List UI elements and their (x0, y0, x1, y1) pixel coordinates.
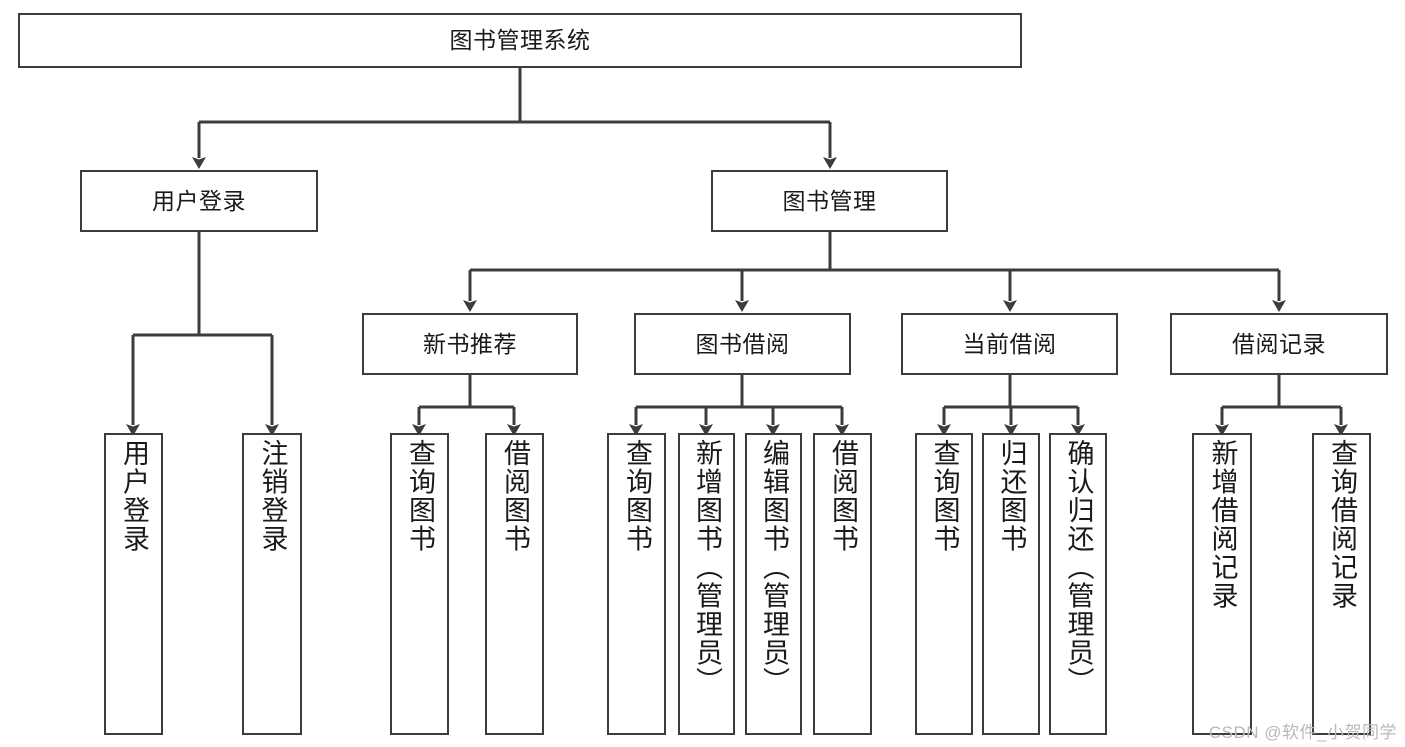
leaf-query-book-current[interactable]: 查询图书 (915, 433, 973, 735)
leaf-confirm-return-admin[interactable]: 确认归还（管理员） (1049, 433, 1107, 735)
node-label: 查询图书 (622, 439, 652, 553)
leaf-add-book-admin[interactable]: 新增图书（管理员） (678, 433, 735, 735)
node-label: 新书推荐 (423, 330, 517, 357)
node-current-borrowing[interactable]: 当前借阅 (901, 313, 1118, 375)
node-label: 当前借阅 (962, 330, 1057, 357)
node-label: 图书借阅 (695, 330, 790, 357)
node-label: 归还图书 (996, 439, 1027, 553)
leaf-query-book-borrowing[interactable]: 查询图书 (607, 433, 666, 735)
node-borrowing-record[interactable]: 借阅记录 (1170, 313, 1388, 375)
node-user-login[interactable]: 用户登录 (80, 170, 318, 232)
leaf-user-login[interactable]: 用户登录 (104, 433, 163, 735)
leaf-query-book-recommendation[interactable]: 查询图书 (390, 433, 449, 735)
node-label: 查询图书 (929, 439, 960, 553)
node-label: 注销登录 (257, 439, 288, 553)
leaf-edit-book-admin[interactable]: 编辑图书（管理员） (745, 433, 802, 735)
node-book-borrowing[interactable]: 图书借阅 (634, 313, 851, 375)
node-label: 编辑图书（管理员） (759, 439, 789, 696)
node-label: 查询借阅记录 (1327, 439, 1357, 610)
node-root-system[interactable]: 图书管理系统 (18, 13, 1022, 68)
node-label: 用户登录 (152, 187, 246, 214)
node-label: 新增图书（管理员） (692, 439, 722, 696)
node-label: 借阅图书 (828, 439, 858, 553)
node-label: 新增借阅记录 (1207, 439, 1238, 610)
node-label: 图书管理系统 (449, 27, 591, 54)
node-label: 借阅图书 (500, 439, 530, 553)
node-new-book-recommendation[interactable]: 新书推荐 (362, 313, 578, 375)
leaf-borrow-book-borrowing[interactable]: 借阅图书 (813, 433, 872, 735)
leaf-query-borrow-record[interactable]: 查询借阅记录 (1312, 433, 1371, 735)
leaf-add-borrow-record[interactable]: 新增借阅记录 (1192, 433, 1252, 735)
node-book-management[interactable]: 图书管理 (711, 170, 948, 232)
leaf-borrow-book-recommendation[interactable]: 借阅图书 (485, 433, 544, 735)
node-label: 借阅记录 (1232, 330, 1326, 357)
node-label: 图书管理 (782, 187, 877, 214)
leaf-logout[interactable]: 注销登录 (242, 433, 302, 735)
node-label: 确认归还（管理员） (1063, 439, 1094, 696)
node-label: 用户登录 (119, 439, 149, 553)
node-label: 查询图书 (405, 439, 435, 553)
leaf-return-book[interactable]: 归还图书 (982, 433, 1040, 735)
